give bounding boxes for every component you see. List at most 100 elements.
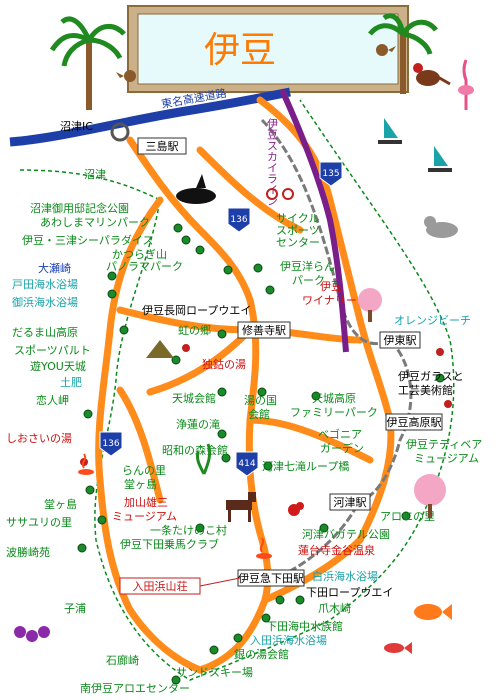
bird-icon xyxy=(376,44,396,56)
place-sandski: サンドスキー場 xyxy=(176,666,253,679)
place-amagi-kaikan: 天城会館 xyxy=(172,391,216,405)
place-yuyou: 遊YOU天城 xyxy=(30,359,86,373)
route-136-shield: 136 xyxy=(227,207,251,233)
station-label: 伊豆高原駅 xyxy=(387,415,442,429)
place-kamoyama-1: 加山雄三 xyxy=(124,495,168,509)
place-goyoutei: 沼津御用邸記念公園 xyxy=(30,201,129,215)
place-youran-1: 伊豆洋らん xyxy=(280,259,335,273)
onsen-icon xyxy=(78,453,94,475)
sailboat-icon xyxy=(378,118,402,144)
izu-skyline xyxy=(279,88,349,353)
nishi-road xyxy=(146,326,254,396)
place-mihama: 御浜海水浴場 xyxy=(12,295,78,309)
route-136-number: 136 xyxy=(230,215,247,225)
cherry-tree-icon xyxy=(358,288,382,322)
route-135-shield: 135 xyxy=(319,161,343,187)
place-shimoda-ropeway: 下田ロープウエイ xyxy=(306,586,393,599)
cherry-tree-icon xyxy=(414,474,446,518)
place-daruma: だるま山高原 xyxy=(12,325,78,339)
route-135-road xyxy=(256,96,395,604)
place-heda: 戸田海水浴場 xyxy=(12,277,78,291)
place-cycle-1: サイクル xyxy=(276,212,319,225)
place-winery-1: 伊豆 xyxy=(320,280,342,293)
place-sports-park: スポーツパルト xyxy=(14,344,91,357)
place-katsuragi: かつらぎ山 xyxy=(112,247,167,261)
station-label: 河津駅 xyxy=(334,496,367,509)
place-ran-1: らんの里 xyxy=(122,464,166,477)
place-awashima: あわしまマリンパーク xyxy=(40,216,150,229)
iritahama-sanso-label: 入田浜山荘 xyxy=(133,580,188,593)
place-showa: 昭和の森会館 xyxy=(162,443,228,457)
place-ropeway: 伊豆長岡ロープウエイ xyxy=(142,304,251,317)
station-shimoda[interactable]: 伊豆急下田駅 xyxy=(237,569,305,587)
iritahama-leader-line xyxy=(199,577,241,587)
place-koura: 子浦 xyxy=(64,602,86,615)
place-tsumezaki: 爪木崎 xyxy=(318,601,351,615)
bicycle-icon xyxy=(266,188,294,200)
place-ichijo-2: 伊豆下田乗馬クラブ xyxy=(120,537,219,551)
station-mishima[interactable]: 三島駅 xyxy=(137,137,187,155)
place-joren: 浄蓮の滝 xyxy=(176,417,220,431)
numazu-ic-marker xyxy=(110,122,130,142)
place-hatobazaki: 波勝崎苑 xyxy=(6,545,50,559)
route-414-shield: 414 xyxy=(235,451,259,477)
place-winery-2: ワイナリー xyxy=(302,294,357,307)
road-network xyxy=(95,96,395,674)
place-amagi-family-2: ファミリーパーク xyxy=(290,406,378,419)
station-kawazu[interactable]: 河津駅 xyxy=(329,493,371,511)
place-kawazu-bagatelle: 河津バガテル公園 xyxy=(302,528,390,541)
horse-icon xyxy=(226,492,256,522)
palm-right-icon xyxy=(368,13,438,94)
place-glass-2: 工芸美術館 xyxy=(398,383,453,397)
place-minami-aroe: 南伊豆アロエセンター xyxy=(80,682,190,695)
place-shiosai: しおさいの湯 xyxy=(6,432,72,445)
banner-panel xyxy=(137,13,399,85)
station-label: 修善寺駅 xyxy=(242,323,286,337)
pheasant-icon xyxy=(413,63,451,86)
route-136-number: 136 xyxy=(102,439,119,449)
kawazu-road xyxy=(246,416,374,464)
connector-road xyxy=(196,146,304,234)
place-numazu: 沼津 xyxy=(84,167,106,181)
bird-icon xyxy=(116,70,136,82)
place-tokko: 独鈷の湯 xyxy=(202,357,246,371)
station-ito[interactable]: 伊東駅 xyxy=(379,331,421,349)
place-gin-no-yu: 銀の湯会館 xyxy=(234,647,289,661)
station-label: 三島駅 xyxy=(146,139,179,153)
place-osezaki: 大瀬崎 xyxy=(38,261,71,275)
railway-line xyxy=(260,118,413,582)
place-cycle-2: スポーツ xyxy=(276,224,320,237)
place-begonia-1: ベゴニア xyxy=(318,427,362,441)
place-glass-1: 伊豆ガラスと xyxy=(398,370,464,383)
station-label: 伊東駅 xyxy=(384,334,417,347)
place-shirahama: 白浜海水浴場 xyxy=(312,569,378,583)
place-orange-beach: オレンジビーチ xyxy=(394,314,471,327)
place-kaichuu: 下田海中水族館 xyxy=(266,619,343,633)
title-banner: 伊豆 xyxy=(127,5,409,93)
place-ichijo-1: 一条たけのこ村 xyxy=(150,523,227,537)
place-sea-paradise: 伊豆・三津シーパラダイス xyxy=(22,233,154,247)
place-aroe-sato: アロエの里 xyxy=(380,510,435,523)
route-136-shield: 136 xyxy=(99,431,123,457)
sailboat-icon xyxy=(428,146,452,172)
place-iritahama-sanso[interactable]: 入田浜山荘 xyxy=(119,577,201,595)
onsen-icon xyxy=(256,537,272,559)
palm-left-icon xyxy=(49,16,126,110)
route-135-number: 135 xyxy=(322,169,339,179)
place-ishirozaki: 石廊崎 xyxy=(106,653,139,667)
coastline xyxy=(19,99,455,681)
inner-road xyxy=(116,386,164,504)
place-niji: 虹の郷 xyxy=(178,323,211,337)
mountain-icon xyxy=(146,340,174,358)
map-title: 伊豆 xyxy=(204,30,276,71)
place-youran-2: パーク xyxy=(292,274,325,287)
station-shuzenji[interactable]: 修善寺駅 xyxy=(237,321,291,339)
place-nanadaru: 河津七滝ループ橋 xyxy=(262,459,349,473)
seal-icon xyxy=(424,216,458,238)
flower-icon xyxy=(14,626,50,642)
station-label: 伊豆急下田駅 xyxy=(238,571,304,585)
station-izukogen[interactable]: 伊豆高原駅 xyxy=(385,413,443,431)
fish-icon xyxy=(414,604,452,620)
orca-icon xyxy=(176,174,216,204)
place-koibito: 恋人岬 xyxy=(36,393,69,407)
